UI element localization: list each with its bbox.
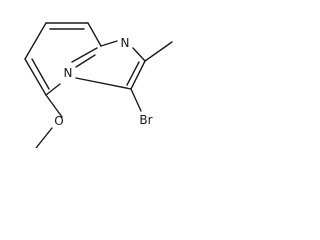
- bond-c2-c3-double: [126, 61, 140, 86]
- atom-label-bromo: Br: [139, 113, 152, 127]
- bond-c8a-c8: [87, 22, 102, 47]
- bond-n1-c2: [132, 47, 146, 62]
- bond-c5-o: [45, 94, 63, 118]
- bond-c3-br: [130, 88, 142, 112]
- bond-c6-c5: [24, 58, 47, 96]
- chemical-structure-diagram: N N Br O: [24, 22, 173, 148]
- bond-c8a-n1: [100, 40, 118, 47]
- bond-c6-c5-double: [31, 58, 50, 90]
- bond-c3-n4: [75, 77, 132, 90]
- atom-label-oxygen: O: [54, 114, 63, 128]
- bond-c5-n4: [45, 83, 61, 96]
- bond-c2-c3: [130, 60, 146, 90]
- bond-c2-methyl: [144, 41, 173, 62]
- bond-o-methyl: [35, 127, 53, 148]
- atom-label-n-bridgehead: N: [64, 66, 73, 80]
- atom-label-n-imine: N: [121, 36, 130, 50]
- bond-n4-c8a-double: [75, 54, 96, 68]
- bond-n4-c8a: [71, 47, 98, 63]
- bond-c7-c6: [24, 22, 47, 60]
